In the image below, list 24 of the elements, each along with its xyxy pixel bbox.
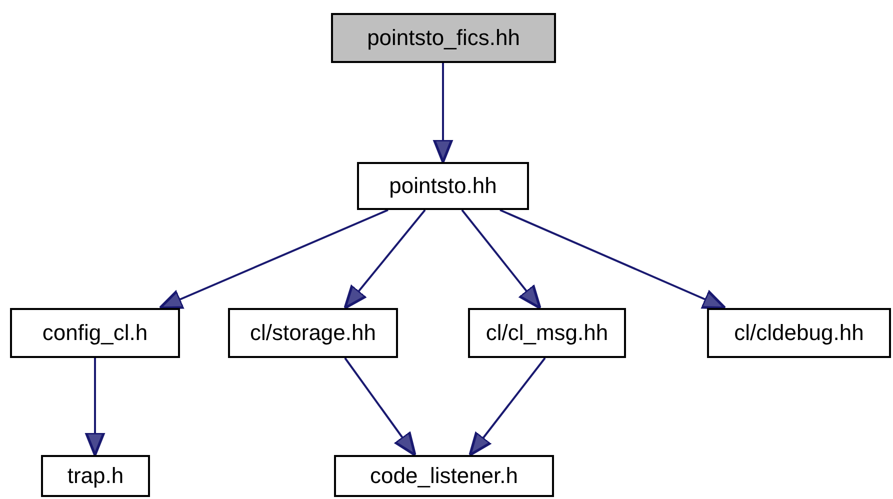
arrow [461,209,542,310]
arrow [344,357,416,456]
file-box [334,455,554,497]
arrow [158,209,388,310]
file-name: pointsto_fics.hh [367,25,520,51]
arrow [84,358,106,456]
file-box [468,308,626,358]
arrow [468,357,546,456]
file-name: cl/cl_msg.hh [486,320,608,346]
arrow [432,63,454,164]
file-name: trap.h [67,463,124,489]
file-box [228,308,398,358]
file-name: cl/cldebug.hh [734,320,864,346]
file-box [331,13,556,63]
arrow [500,209,726,310]
file-name: code_listener.h [370,463,518,489]
arrow [344,209,426,310]
file-name: cl/storage.hh [250,320,376,346]
file-name: pointsto.hh [389,173,497,199]
file-box [41,455,150,497]
file-box [357,162,529,210]
file-name: config_cl.h [42,320,148,346]
file-box [707,308,891,358]
file-box [10,308,180,358]
